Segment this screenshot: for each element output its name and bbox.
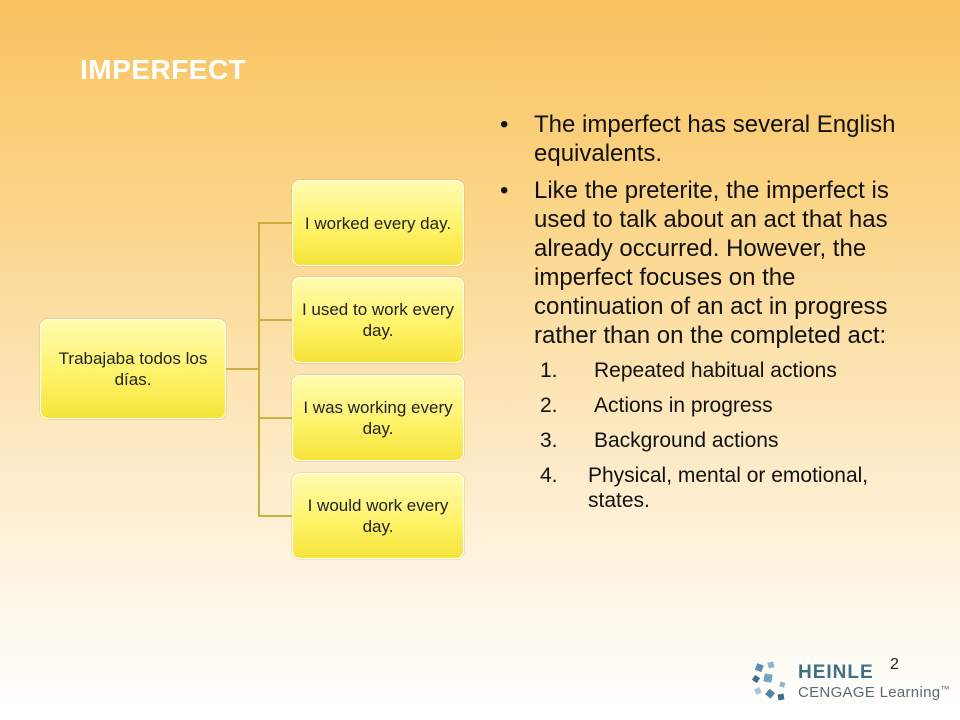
- branch-node-3: I was working every day.: [292, 375, 464, 461]
- item-number: 4.: [540, 464, 558, 487]
- bullet-item-2: • Like the preterite, the imperfect is u…: [500, 176, 920, 350]
- item-text: Actions in progress: [594, 394, 773, 417]
- page-number: 2: [890, 656, 899, 673]
- root-node: Trabajaba todos los días.: [40, 319, 226, 419]
- bullet-text: The imperfect has several English equiva…: [534, 111, 896, 167]
- numbered-item-4: 4. Physical, mental or emotional, states…: [540, 463, 920, 513]
- bullet-dot: •: [500, 111, 509, 138]
- branch-node-4: I would work every day.: [292, 473, 464, 559]
- item-text: Physical, mental or emotional, states.: [588, 464, 869, 512]
- numbered-item-1: 1. Repeated habitual actions: [540, 358, 920, 383]
- bullet-text: Like the preterite, the imperfect is use…: [534, 177, 889, 349]
- item-number: 3.: [540, 429, 558, 452]
- numbered-item-2: 2. Actions in progress: [540, 393, 920, 418]
- branch-node-2: I used to work every day.: [292, 277, 464, 363]
- item-text: Background actions: [594, 429, 779, 452]
- slide-title: IMPERFECT: [80, 54, 247, 85]
- logo-cengage-label: CENGAGE Learning: [798, 684, 941, 701]
- connector-2: [226, 319, 292, 370]
- bullet-list: • The imperfect has several English equi…: [500, 110, 920, 523]
- numbered-item-3: 3. Background actions: [540, 428, 920, 453]
- heinle-cengage-logo: HEINLE CENGAGE Learning™: [752, 660, 952, 706]
- item-text: Repeated habitual actions: [594, 359, 837, 382]
- item-number: 2.: [540, 394, 558, 417]
- branch-node-1: I worked every day.: [292, 180, 464, 266]
- connector-4: [226, 368, 292, 517]
- logo-cengage-text: CENGAGE Learning™: [798, 684, 950, 701]
- item-number: 1.: [540, 359, 558, 382]
- bullet-item-1: • The imperfect has several English equi…: [500, 110, 920, 168]
- logo-mark-icon: [752, 661, 786, 701]
- logo-heinle-text: HEINLE: [798, 662, 874, 683]
- bullet-dot: •: [500, 177, 509, 204]
- trademark-symbol: ™: [940, 684, 950, 694]
